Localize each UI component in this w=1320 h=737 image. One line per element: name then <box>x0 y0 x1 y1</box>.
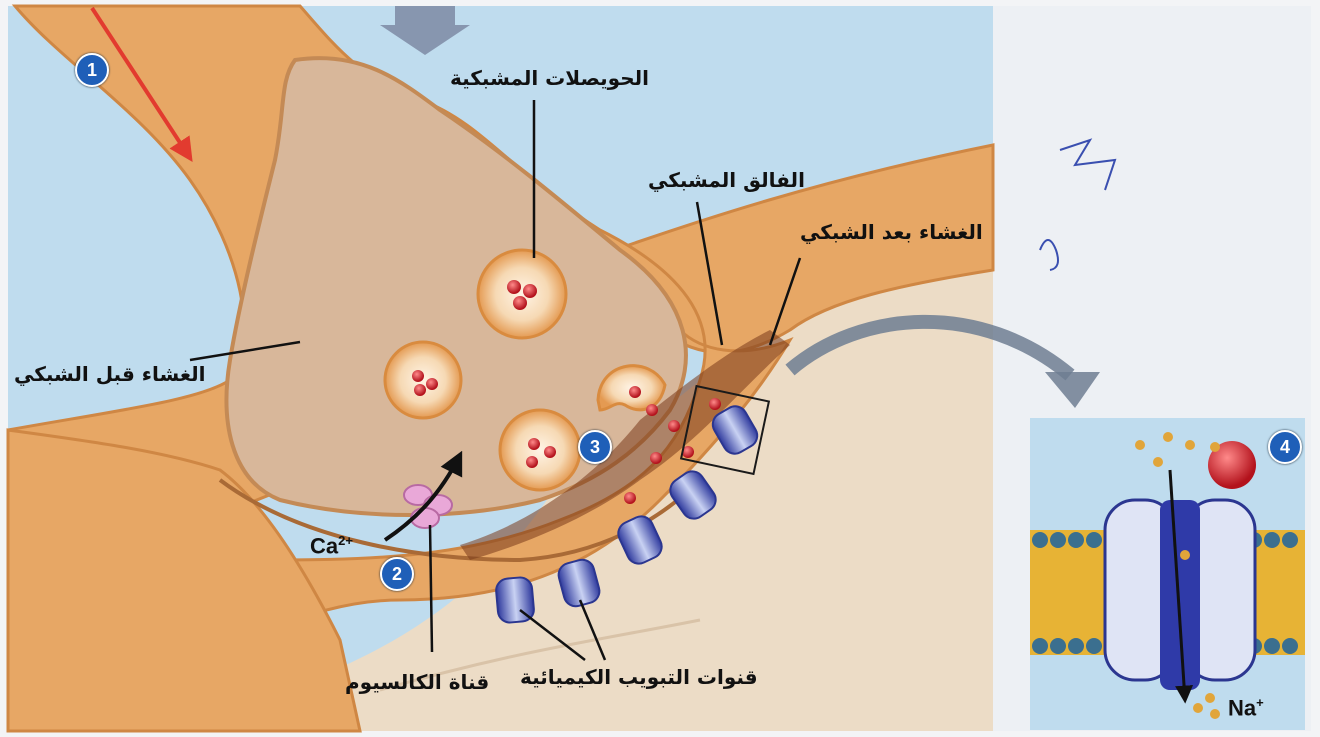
calcium-ion-label: Ca2+ <box>310 533 353 559</box>
calcium-channel-label: قناة الكالسيوم <box>345 670 489 694</box>
vesicle <box>478 250 566 338</box>
synaptic-vesicles-label: الحويصلات المشبكية <box>450 66 649 90</box>
step-badge-4: 4 <box>1268 430 1302 464</box>
sodium-ion-label: Na+ <box>1228 695 1264 721</box>
step-badge-1: 1 <box>75 53 109 87</box>
step-badge-3: 3 <box>578 430 612 464</box>
chemical-gated-channels-label: قنوات التبويب الكيميائية <box>520 665 758 689</box>
vesicle <box>500 410 580 490</box>
vesicle <box>385 342 461 418</box>
step-badge-2: 2 <box>380 557 414 591</box>
synaptic-cleft-label: الفالق المشبكي <box>648 168 805 192</box>
inset-channel-panel <box>1030 418 1305 730</box>
presynaptic-membrane-label: الغشاء قبل الشبكي <box>14 362 206 386</box>
postsynaptic-membrane-label: الغشاء بعد الشبكي <box>800 220 983 244</box>
